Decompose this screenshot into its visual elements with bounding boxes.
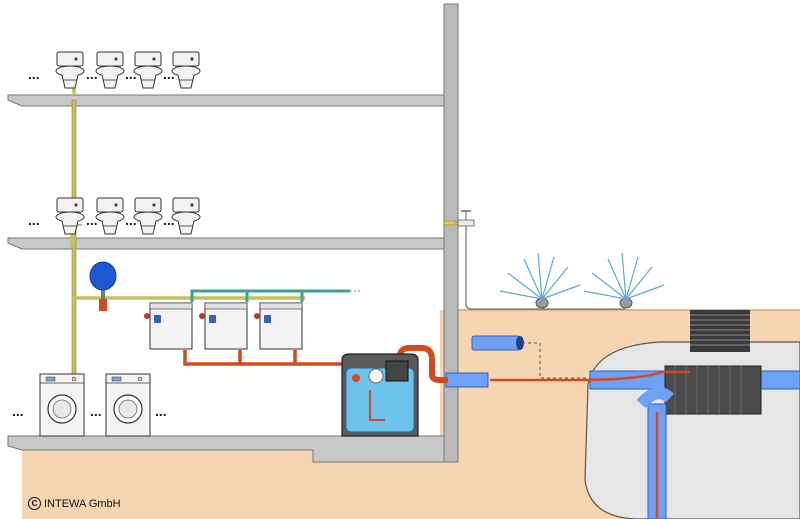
vent-pipe (471, 335, 521, 351)
tank-filter (664, 365, 762, 415)
red-return-pipe (183, 350, 350, 366)
sprinkler-right (583, 252, 665, 309)
pump-station (341, 353, 419, 437)
garden-tap (443, 210, 475, 227)
control-cable (522, 342, 590, 379)
ellipsis-middle-2: ... (125, 212, 137, 228)
toilet-middle-2 (95, 197, 125, 235)
toilet-upper-3 (133, 51, 163, 89)
control-module-2 (198, 302, 248, 350)
middle-floor-slab (7, 237, 459, 250)
toilet-upper-1 (55, 51, 85, 89)
wall-feedthrough-pipe (445, 372, 489, 388)
toilet-middle-4 (171, 197, 201, 235)
ellipsis-basement-middle: ... (90, 403, 102, 419)
exterior-wall (443, 3, 459, 463)
ellipsis-upper-left: ... (28, 66, 40, 82)
ellipsis-basement-right: ... (155, 403, 167, 419)
green-supply-pipe (190, 289, 350, 302)
upper-floor-slab (7, 94, 459, 107)
sprinkler-left (499, 252, 581, 309)
copyright-text: INTEWA GmbH (44, 497, 121, 510)
copyright-symbol: C (28, 497, 41, 510)
toilet-middle-1 (55, 197, 85, 235)
washing-machine-1 (39, 373, 85, 437)
pump-discharge-pipe (397, 345, 448, 383)
suction-line (490, 370, 690, 519)
control-module-3 (253, 302, 303, 350)
ellipsis-middle-1: ... (86, 212, 98, 228)
ellipsis-basement-left: ... (12, 403, 24, 419)
tank-dome (690, 310, 750, 352)
copyright-notice: C INTEWA GmbH (28, 497, 121, 510)
ellipsis-upper-2: ... (125, 66, 137, 82)
toilet-upper-2 (95, 51, 125, 89)
pressure-vessel (89, 261, 117, 311)
ellipsis-upper-1: ... (86, 66, 98, 82)
ellipsis-middle-left: ... (28, 212, 40, 228)
ellipsis-middle-3: ... (163, 212, 175, 228)
control-module-1 (143, 302, 193, 350)
garden-hose (465, 226, 625, 310)
washing-machine-2 (105, 373, 151, 437)
ellipsis-upper-3: ... (163, 66, 175, 82)
toilet-middle-3 (133, 197, 163, 235)
toilet-upper-4 (171, 51, 201, 89)
